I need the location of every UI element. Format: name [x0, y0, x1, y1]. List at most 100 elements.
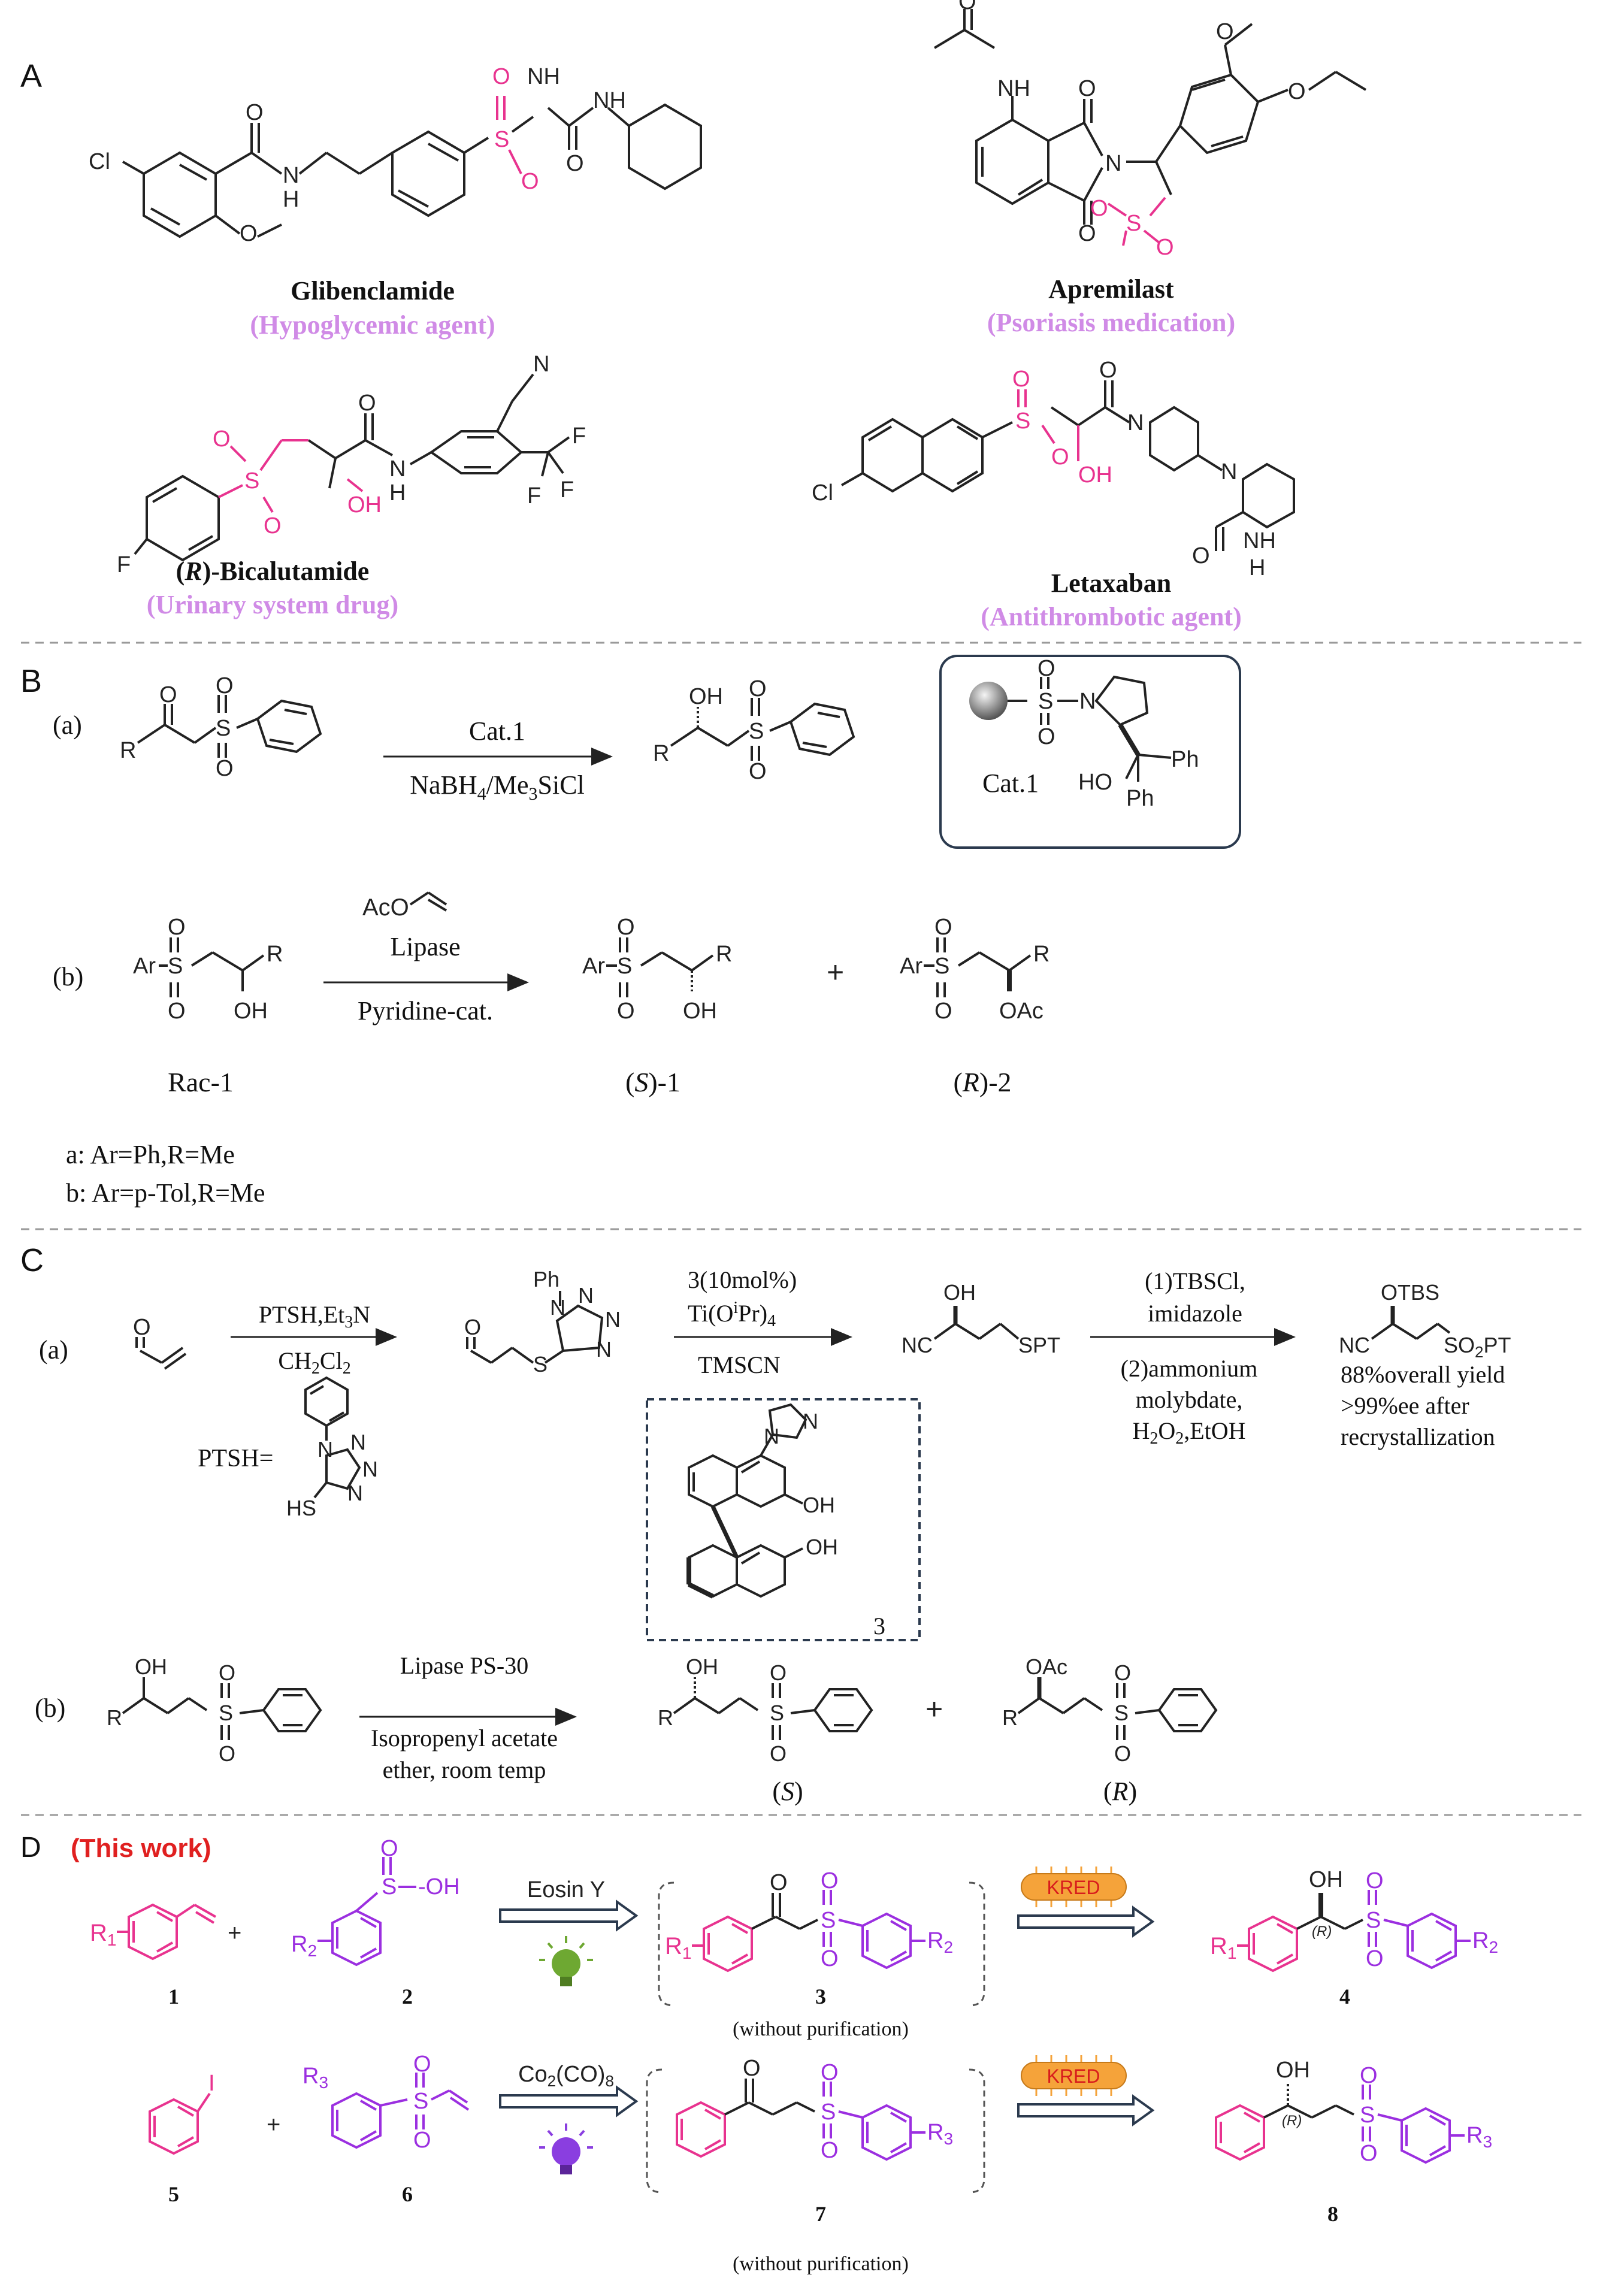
glibenclamide-sulfonyl	[496, 96, 522, 174]
r3-label: R3	[303, 2064, 328, 2092]
atom-oh-pink: OH	[347, 492, 382, 518]
r3-label: R3	[927, 2120, 953, 2148]
c-b-s-product	[673, 1677, 873, 1740]
atom-o: O	[1078, 76, 1096, 101]
c-b-substrate	[122, 1677, 322, 1740]
yield-line-3: recrystallization	[1341, 1423, 1495, 1450]
atom-n: N	[803, 1409, 818, 1433]
bicalutamide-structure	[134, 373, 570, 562]
atom-o-purple: O	[380, 1836, 398, 1861]
sulfinic-acid-2	[317, 1857, 416, 1967]
r3-label: R3	[1466, 2123, 1492, 2151]
r2-label: (R)-2	[953, 1067, 1011, 1097]
atom-o: O	[1078, 221, 1096, 246]
atom-o: O	[159, 682, 177, 707]
atom-r: R	[1033, 942, 1049, 967]
atom-o-purple: O	[1360, 2141, 1378, 2166]
atom-n: N	[764, 1424, 779, 1448]
atom-o-purple: O	[413, 2052, 431, 2077]
atom-so2pt: SO2PT	[1444, 1333, 1511, 1361]
atom-o-purple: O	[821, 1946, 839, 1971]
atom-o: O	[770, 1660, 787, 1685]
atom-n: N	[1127, 410, 1144, 435]
c-b-iso1: Isopropenyl acetate	[371, 1725, 558, 1752]
purple-lightbulb-icon	[539, 2123, 593, 2174]
atom-nh: NH	[527, 64, 560, 89]
b-b-s1	[606, 937, 714, 997]
c-b-plus: +	[925, 1692, 943, 1726]
atom-oh: OH	[686, 1654, 718, 1679]
atom-ar: Ar	[582, 954, 605, 979]
letaxaban-sulfonyl	[1017, 389, 1079, 461]
atom-s-purple: S	[382, 1874, 397, 1899]
c-r2-top1: 3(10mol%)	[688, 1266, 797, 1293]
compound-number-6: 6	[402, 2182, 413, 2206]
section-label-a: A	[20, 58, 42, 94]
atom-s-pink: S	[1015, 409, 1030, 434]
letaxaban-structure	[841, 380, 1295, 551]
atom-h: H	[1249, 555, 1265, 580]
plus-2: +	[267, 2112, 280, 2138]
atom-o-pink: O	[1051, 444, 1069, 470]
atom-spt: SPT	[1018, 1333, 1060, 1357]
catalyst-3-box	[646, 1398, 921, 1641]
c-b-iso2: ether, room temp	[383, 1756, 546, 1783]
atom-o-pink: O	[492, 64, 510, 89]
atom-n: N	[578, 1283, 594, 1308]
final-product-c	[1371, 1306, 1451, 1340]
atom-oh-purple: -OH	[418, 1874, 460, 1899]
b-a-label: (a)	[53, 710, 82, 740]
hollow-arrow-2	[1017, 1905, 1155, 1938]
atom-oh-pink: OH	[1078, 462, 1112, 488]
atom-o: O	[934, 999, 952, 1024]
yield-line-1: 88%overall yield	[1341, 1361, 1505, 1388]
atom-o-purple: O	[821, 2060, 839, 2085]
atom-s: S	[1038, 689, 1053, 714]
section-label-b: B	[20, 663, 42, 699]
atom-oh: OH	[806, 1535, 838, 1559]
hydroxysulfone-8	[1215, 2082, 1465, 2164]
c-a-label: (a)	[39, 1335, 68, 1365]
b-a-condition: NaBH4/Me3SiCl	[410, 770, 585, 804]
apremilast-use: (Psoriasis medication)	[987, 308, 1235, 337]
atom-oh: OH	[689, 684, 723, 709]
atom-o-purple: O	[413, 2128, 431, 2153]
atom-s-pink: S	[244, 468, 259, 494]
atom-cl: Cl	[89, 149, 110, 174]
atom-r: R	[653, 741, 669, 766]
atom-o: O	[358, 391, 376, 416]
atom-s: S	[219, 1701, 233, 1725]
without-purification-2: (without purification)	[733, 2253, 909, 2275]
atom-o-pink: O	[213, 426, 231, 452]
atom-o: O	[749, 676, 767, 701]
vinyl-sulfone-6	[331, 2073, 470, 2149]
r1-label: R1	[1210, 1933, 1236, 1962]
stereo-r: (R)	[1312, 1923, 1332, 1940]
atom-s: S	[770, 1701, 784, 1725]
apremilast-name: Apremilast	[1048, 274, 1174, 304]
b-b-lipase: Lipase	[390, 932, 460, 961]
bracket-7	[646, 2068, 985, 2194]
atom-o: O	[168, 915, 186, 940]
hydroxysulfone-4	[1237, 1890, 1471, 1973]
atom-otbs: OTBS	[1381, 1280, 1439, 1305]
atom-o: O	[1114, 1741, 1131, 1766]
green-lightbulb-icon	[539, 1936, 593, 1986]
atom-n: N	[350, 1430, 366, 1454]
styrene-1	[117, 1903, 216, 1961]
atom-o: O	[1114, 1660, 1131, 1685]
atom-o: O	[770, 1870, 788, 1895]
b-a-alcohol	[670, 698, 855, 761]
atom-o: O	[1216, 19, 1234, 44]
atom-ar: Ar	[900, 954, 922, 979]
r2-label: R2	[291, 1932, 317, 1960]
atom-o-pink: O	[1156, 235, 1174, 260]
atom-s: S	[168, 954, 183, 979]
atom-o: O	[958, 0, 976, 14]
section-label-d: D	[20, 1832, 41, 1864]
atom-r: R	[267, 942, 283, 967]
b-b-racemate	[159, 937, 265, 997]
atom-r: R	[658, 1705, 673, 1730]
atom-o-pink: O	[1012, 367, 1030, 392]
